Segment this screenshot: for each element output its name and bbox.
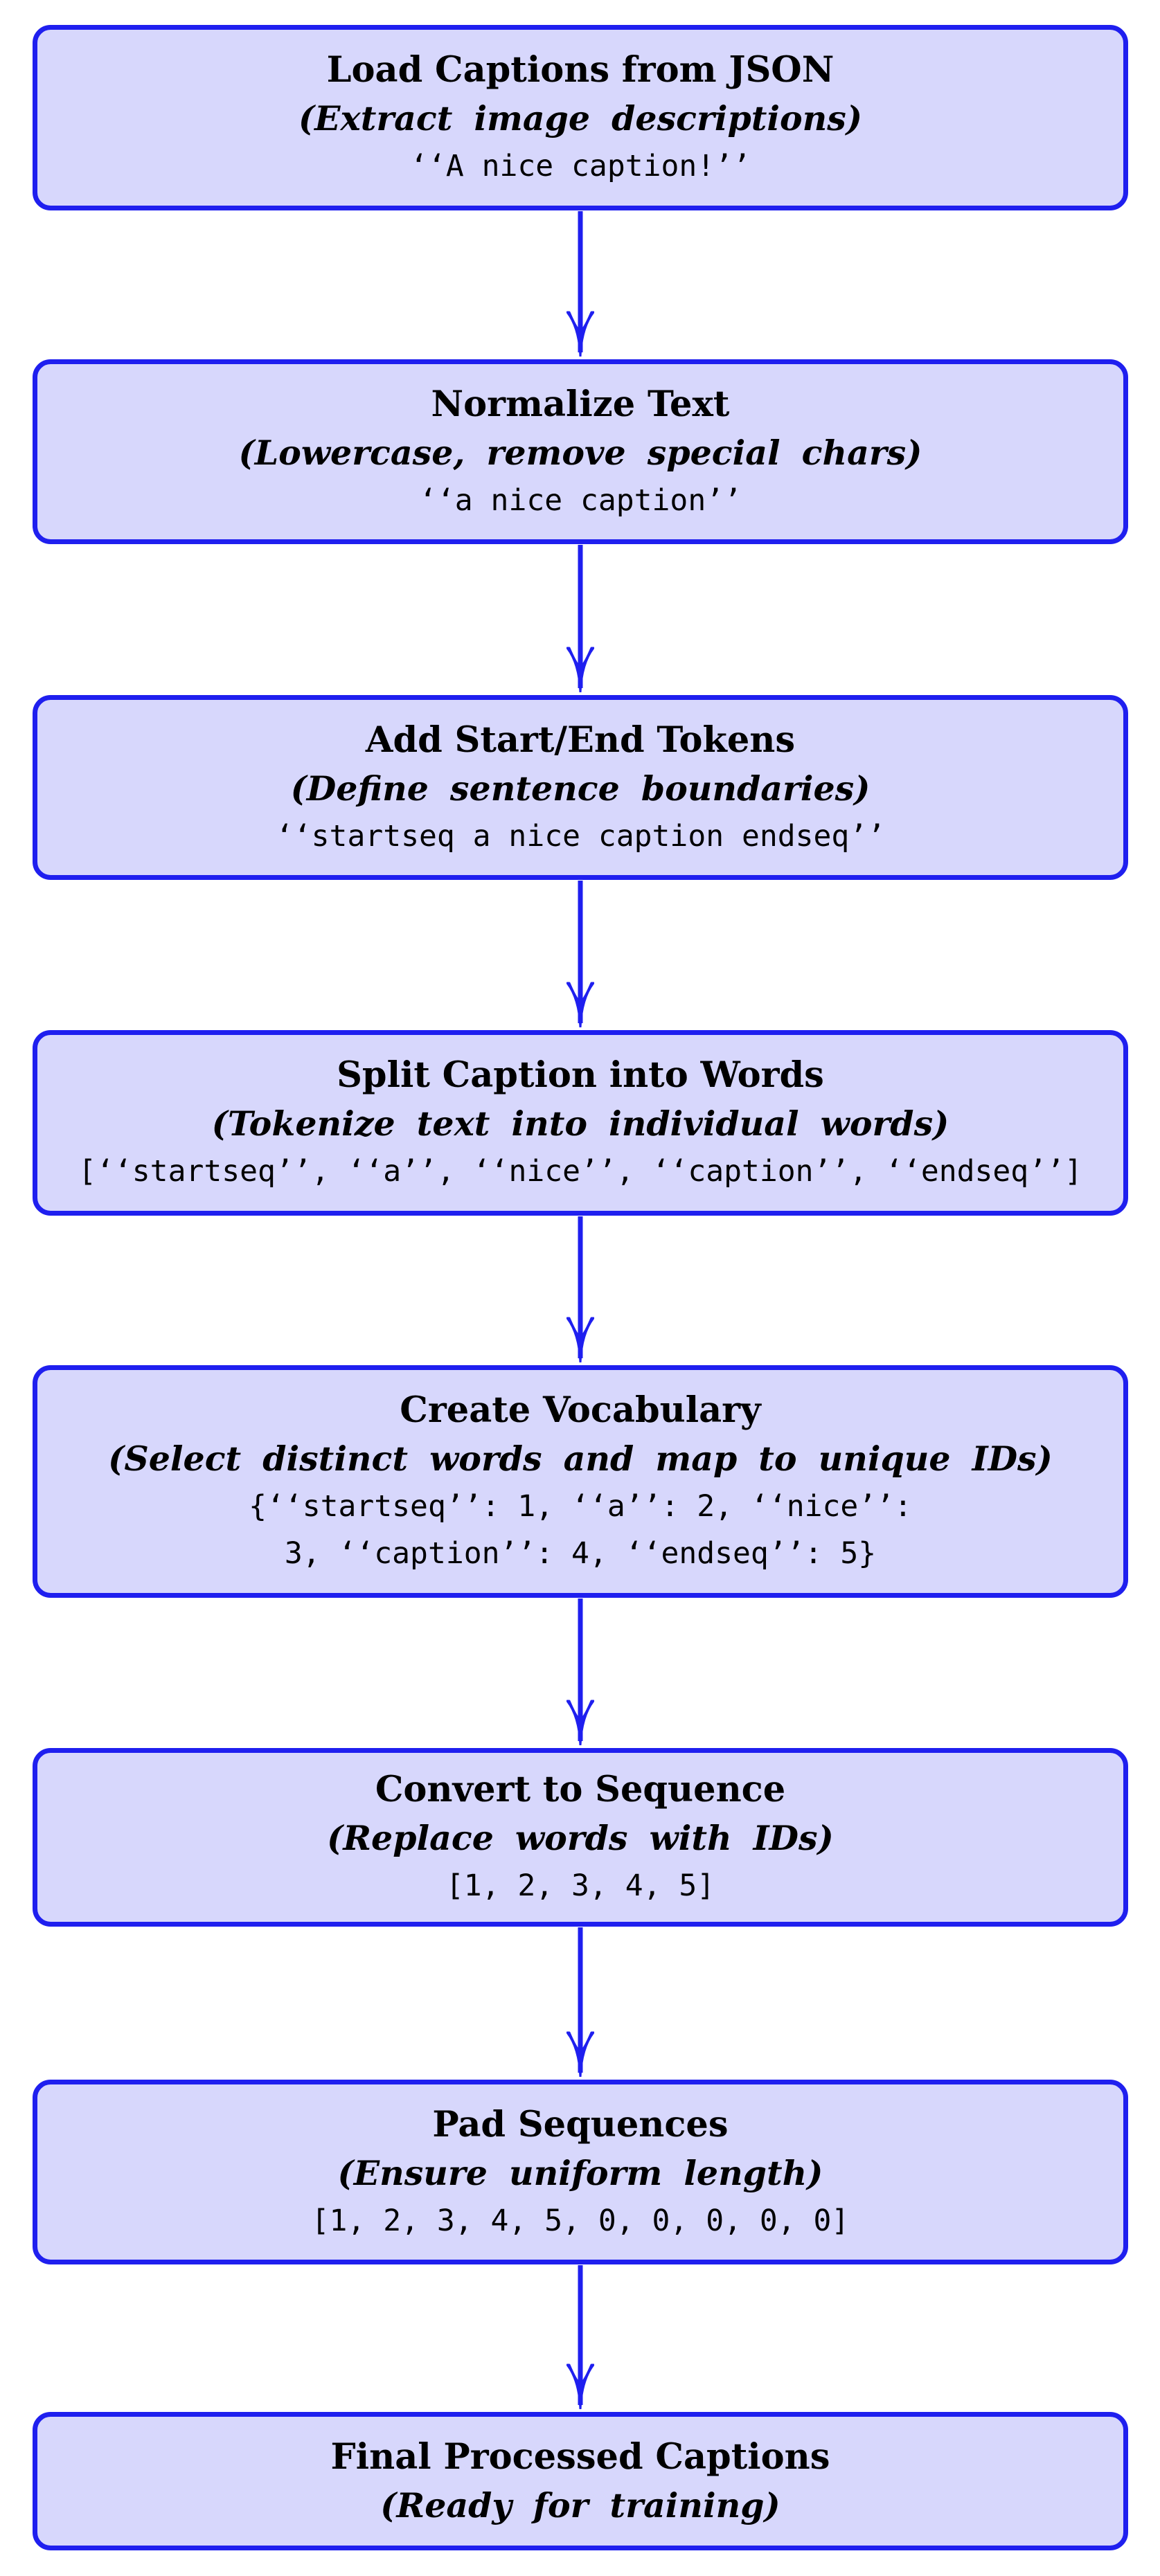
step-title: Pad Sequences	[432, 2103, 729, 2145]
arrow-head	[566, 647, 594, 692]
step-example-text: ‘‘startseq a nice caption endseq’’	[275, 818, 886, 854]
step-title: Create Vocabulary	[400, 1389, 761, 1431]
step-box-pad-sequences: Pad Sequences (Ensure uniform length) [1, …	[33, 2080, 1128, 2264]
step-title: Normalize Text	[431, 383, 730, 425]
step-title: Load Captions from JSON	[326, 49, 835, 91]
flow-arrow	[566, 211, 594, 357]
flow-arrow	[566, 2265, 594, 2409]
step-example-text: {‘‘startseq’’: 1, ‘‘a’’: 2, ‘‘nice’’:	[249, 1489, 912, 1524]
flow-arrow	[566, 1216, 594, 1362]
step-example-text: [1, 2, 3, 4, 5]	[445, 1868, 715, 1903]
step-box-add-start-end-tokens: Add Start/End Tokens (Define sentence bou…	[33, 695, 1128, 880]
step-box-split-caption-into-words: Split Caption into Words (Tokenize text i…	[33, 1030, 1128, 1216]
step-subtitle: (Define sentence boundaries)	[290, 768, 871, 809]
step-example-text: [1, 2, 3, 4, 5, 0, 0, 0, 0, 0]	[311, 2203, 850, 2238]
step-title: Convert to Sequence	[375, 1769, 786, 1810]
step-subtitle: (Select distinct words and map to unique…	[108, 1439, 1053, 1479]
flow-arrow	[566, 1927, 594, 2077]
arrow-head	[566, 2031, 594, 2077]
step-subtitle: (Extract image descriptions)	[298, 98, 863, 138]
arrow-head	[566, 2363, 594, 2409]
step-example-text: ‘‘A nice caption!’’	[410, 149, 751, 183]
arrow-head	[566, 1317, 594, 1362]
flow-arrow	[566, 545, 594, 692]
step-box-create-vocabulary: Create Vocabulary (Select distinct words …	[33, 1365, 1128, 1598]
step-example-text: [‘‘startseq’’, ‘‘a’’, ‘‘nice’’, ‘‘captio…	[78, 1154, 1082, 1189]
step-example-text: 3, ‘‘caption’’: 4, ‘‘endseq’’: 5}	[284, 1536, 877, 1571]
step-box-normalize-text: Normalize Text (Lowercase, remove special…	[33, 359, 1128, 544]
step-box-convert-to-sequence: Convert to Sequence (Replace words with I…	[33, 1748, 1128, 1927]
step-subtitle: (Lowercase, remove special chars)	[238, 432, 922, 473]
step-subtitle: (Ensure uniform length)	[337, 2152, 823, 2193]
step-box-load-captions-from-json: Load Captions from JSON (Extract image de…	[33, 25, 1128, 210]
step-title: Split Caption into Words	[337, 1054, 824, 1096]
step-subtitle: (Replace words with IDs)	[327, 1818, 834, 1858]
step-title: Add Start/End Tokens	[365, 719, 796, 761]
step-title: Final Processed Captions	[330, 2436, 830, 2478]
flow-arrow	[566, 1598, 594, 1745]
step-box-final-processed-captions: Final Processed Captions (Ready for train…	[33, 2412, 1128, 2550]
arrow-head	[566, 311, 594, 357]
step-example-text: ‘‘a nice caption’’	[419, 483, 742, 518]
arrow-head	[566, 1700, 594, 1745]
arrow-head	[566, 982, 594, 1027]
step-subtitle: (Tokenize text into individual words)	[211, 1104, 949, 1144]
flow-arrow	[566, 881, 594, 1027]
step-subtitle: (Ready for training)	[380, 2485, 780, 2525]
